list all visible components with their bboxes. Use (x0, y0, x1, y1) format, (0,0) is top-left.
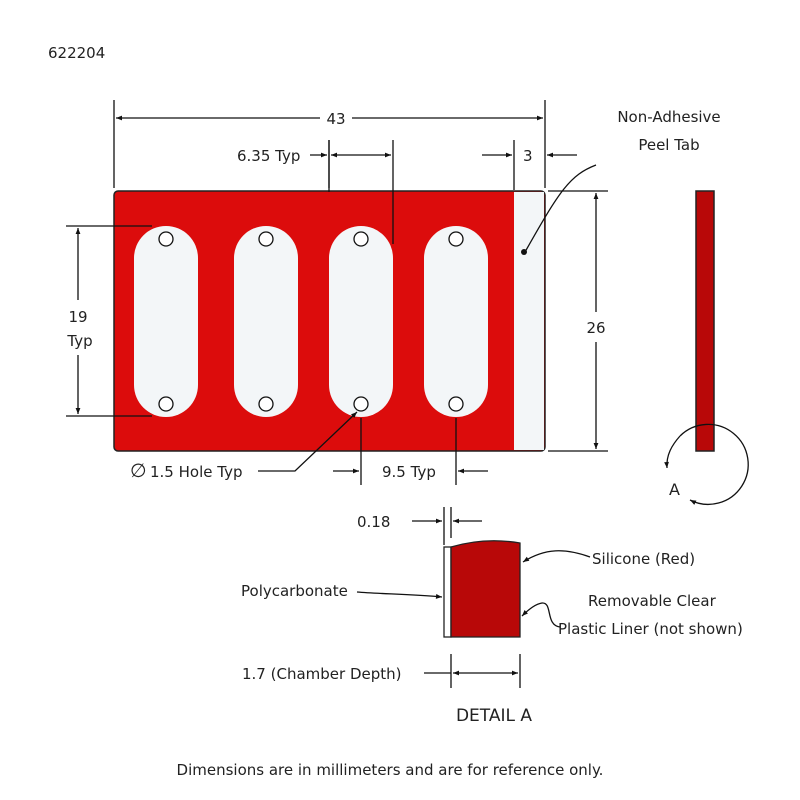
svg-text:Polycarbonate: Polycarbonate (241, 582, 348, 600)
svg-text:1.5 Hole Typ: 1.5 Hole Typ (150, 463, 242, 481)
footer-note: Dimensions are in millimeters and are fo… (177, 761, 604, 779)
svg-text:Removable Clear: Removable Clear (588, 592, 717, 610)
svg-text:Silicone (Red): Silicone (Red) (592, 550, 695, 568)
peel-tab (514, 192, 544, 450)
svg-text:Peel Tab: Peel Tab (638, 136, 699, 154)
detail-a: 0.18 Silicone (Red) Removable Clear Plas… (241, 507, 743, 726)
polycarbonate-layer (443, 546, 452, 638)
well (424, 226, 488, 417)
peel-tab-callout: Non-Adhesive Peel Tab (521, 108, 721, 255)
dim-well-length: 19 Typ (66, 225, 152, 417)
dim-well-width: 6.35 Typ (237, 140, 394, 244)
detail-marker: A (669, 480, 680, 499)
dim-pitch: 9.5 Typ (333, 418, 488, 485)
svg-text:1.7 (Chamber Depth): 1.7 (Chamber Depth) (242, 665, 402, 683)
well (234, 226, 298, 417)
dim-tab-width: 3 (482, 140, 577, 190)
dim-overall-width: 43 (113, 100, 546, 188)
detail-title: DETAIL A (456, 706, 532, 726)
hole-callout: ∅ 1.5 Hole Typ (130, 411, 358, 482)
dim-overall-height: 26 (548, 190, 608, 452)
silicone-layer (450, 540, 521, 638)
svg-text:9.5 Typ: 9.5 Typ (382, 463, 436, 481)
svg-text:3: 3 (523, 147, 533, 165)
holes (158, 231, 464, 412)
part-number: 622204 (48, 44, 105, 62)
svg-text:26: 26 (586, 319, 605, 337)
svg-text:Non-Adhesive: Non-Adhesive (617, 108, 720, 126)
svg-text:0.18: 0.18 (357, 513, 390, 531)
plate-top-view (113, 190, 546, 452)
svg-text:43: 43 (326, 110, 345, 128)
side-view: A (664, 190, 749, 505)
svg-text:6.35 Typ: 6.35 Typ (237, 147, 300, 165)
well (134, 226, 198, 417)
svg-text:∅: ∅ (130, 460, 147, 482)
svg-text:Typ: Typ (66, 332, 92, 350)
svg-text:Plastic Liner (not shown): Plastic Liner (not shown) (558, 620, 743, 638)
svg-text:19: 19 (68, 308, 87, 326)
well (329, 226, 393, 417)
